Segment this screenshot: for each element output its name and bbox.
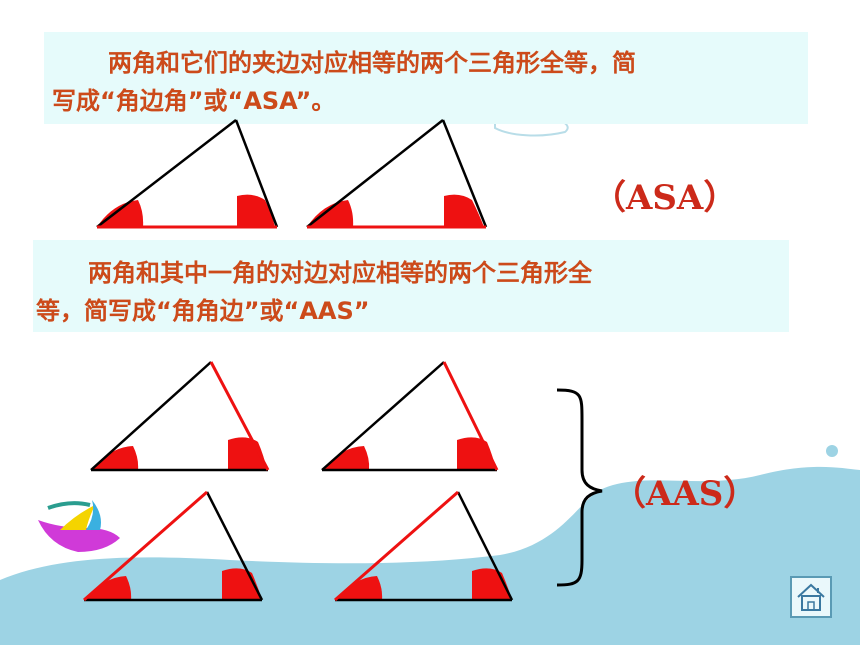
asa-rule-box [44, 32, 808, 124]
aas-label: （AAS） [612, 474, 758, 514]
aas-rule-line1: 两角和其中一角的对边对应相等的两个三角形全 [88, 259, 592, 287]
aas-triangle-2 [321, 361, 499, 472]
aas-rule-line2: 等，简写成“角角边”或“AAS” [36, 297, 370, 325]
brace-shape [556, 388, 603, 587]
home-button[interactable] [790, 576, 832, 618]
aas-triangle-1 [90, 361, 270, 472]
asa-rule-line1: 两角和它们的夹边对应相等的两个三角形全等，简 [108, 49, 636, 77]
aas-rule-box [33, 240, 789, 332]
asa-triangle-1 [96, 119, 279, 229]
boat-decoration [38, 500, 120, 552]
asa-label: （ASA） [592, 178, 738, 218]
home-icon [797, 583, 825, 611]
asa-rule-line2: 写成“角边角”或“ASA”。 [52, 87, 336, 115]
aas-triangle-3 [83, 490, 264, 602]
aas-triangle-4 [334, 490, 514, 602]
asa-triangle-2 [306, 119, 488, 229]
